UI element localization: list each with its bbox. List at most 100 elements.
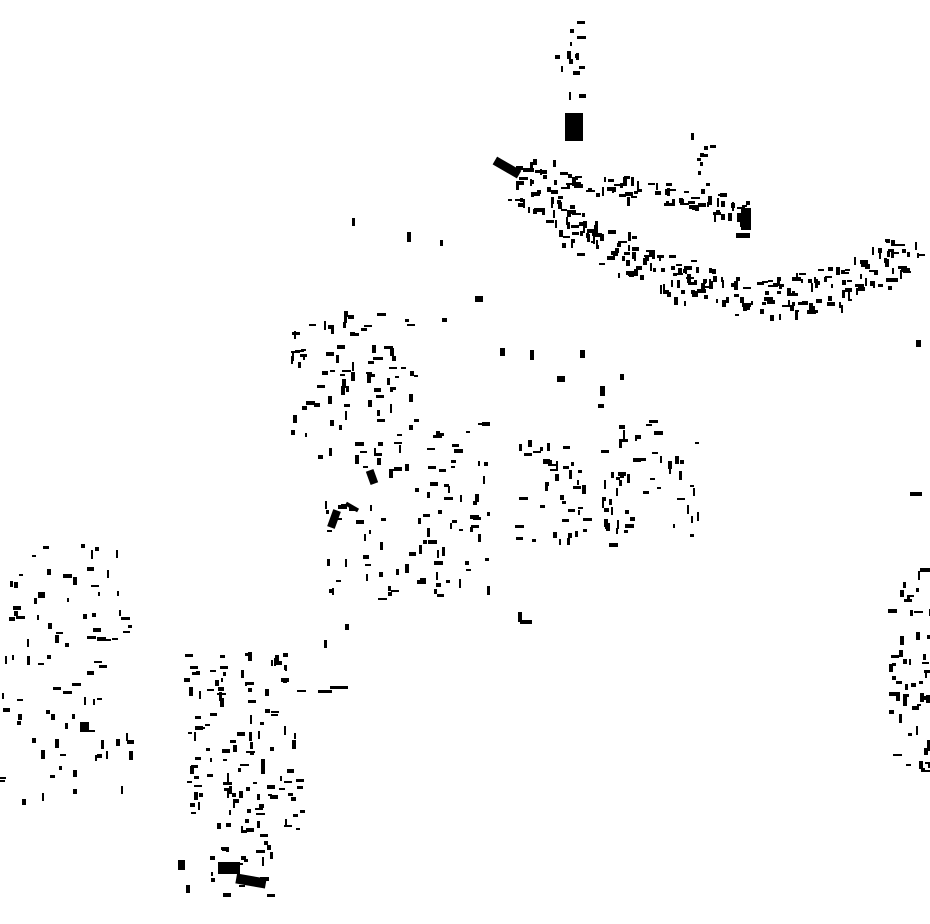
building [655, 183, 658, 191]
building [870, 280, 874, 286]
building [36, 614, 39, 620]
building [355, 459, 360, 464]
building [267, 845, 272, 851]
building [650, 263, 653, 272]
building [903, 694, 910, 698]
building [617, 240, 627, 243]
building [222, 782, 232, 786]
building [327, 324, 334, 329]
building [567, 174, 572, 179]
building [573, 181, 582, 184]
building [295, 828, 300, 831]
building [214, 679, 219, 686]
building [906, 251, 910, 257]
building [572, 71, 580, 76]
building [894, 243, 903, 246]
building [329, 370, 335, 373]
building [704, 153, 709, 157]
building [555, 474, 560, 482]
building [245, 787, 250, 792]
building [120, 786, 123, 795]
building [665, 188, 669, 195]
building [574, 531, 578, 538]
building [730, 203, 735, 209]
building [633, 191, 638, 195]
building [523, 167, 531, 172]
building [566, 221, 570, 229]
building [112, 637, 119, 640]
building [446, 580, 451, 583]
building [554, 219, 557, 228]
building [33, 598, 37, 605]
building [643, 491, 650, 495]
building [569, 41, 572, 46]
building [300, 349, 306, 352]
building [271, 711, 280, 714]
building [535, 169, 543, 173]
building [808, 278, 813, 283]
building [672, 272, 677, 276]
building [666, 182, 673, 186]
building [676, 497, 685, 500]
building [877, 284, 883, 288]
building [97, 591, 100, 596]
building [667, 460, 672, 469]
building [898, 266, 908, 270]
building [888, 663, 893, 672]
building [714, 213, 717, 222]
building [743, 287, 752, 290]
building [690, 485, 695, 488]
building [892, 754, 902, 757]
building [523, 452, 532, 456]
building [626, 260, 631, 267]
building [858, 287, 866, 291]
building [909, 658, 912, 665]
building [685, 277, 694, 280]
building [709, 144, 716, 148]
building [565, 113, 583, 141]
building [189, 765, 194, 774]
building [26, 638, 29, 647]
building [921, 768, 926, 773]
building [349, 332, 359, 336]
building [297, 690, 307, 693]
building [485, 557, 490, 561]
building [586, 189, 596, 192]
building [923, 696, 928, 701]
building [689, 534, 694, 538]
building [885, 278, 893, 283]
building [389, 347, 394, 356]
building [452, 444, 460, 448]
building [199, 690, 202, 699]
building [221, 748, 230, 753]
building [390, 387, 396, 391]
building [80, 544, 85, 549]
building [371, 373, 376, 377]
building [570, 239, 575, 244]
building [196, 671, 201, 676]
building [427, 448, 436, 451]
building [707, 196, 712, 206]
building [194, 726, 203, 731]
building [578, 65, 585, 69]
building [636, 457, 646, 461]
building [918, 570, 921, 580]
building [223, 759, 227, 762]
building [520, 620, 532, 624]
building [825, 275, 833, 278]
building [608, 230, 617, 235]
building [608, 543, 618, 548]
building [101, 740, 105, 750]
building [191, 765, 199, 769]
building [451, 519, 457, 523]
building [592, 237, 595, 245]
building [612, 190, 617, 193]
building [891, 248, 895, 258]
building [579, 222, 588, 227]
building [636, 181, 639, 190]
building [615, 488, 618, 497]
building [760, 309, 765, 315]
building [910, 609, 914, 616]
building [548, 463, 557, 466]
building [704, 145, 709, 150]
